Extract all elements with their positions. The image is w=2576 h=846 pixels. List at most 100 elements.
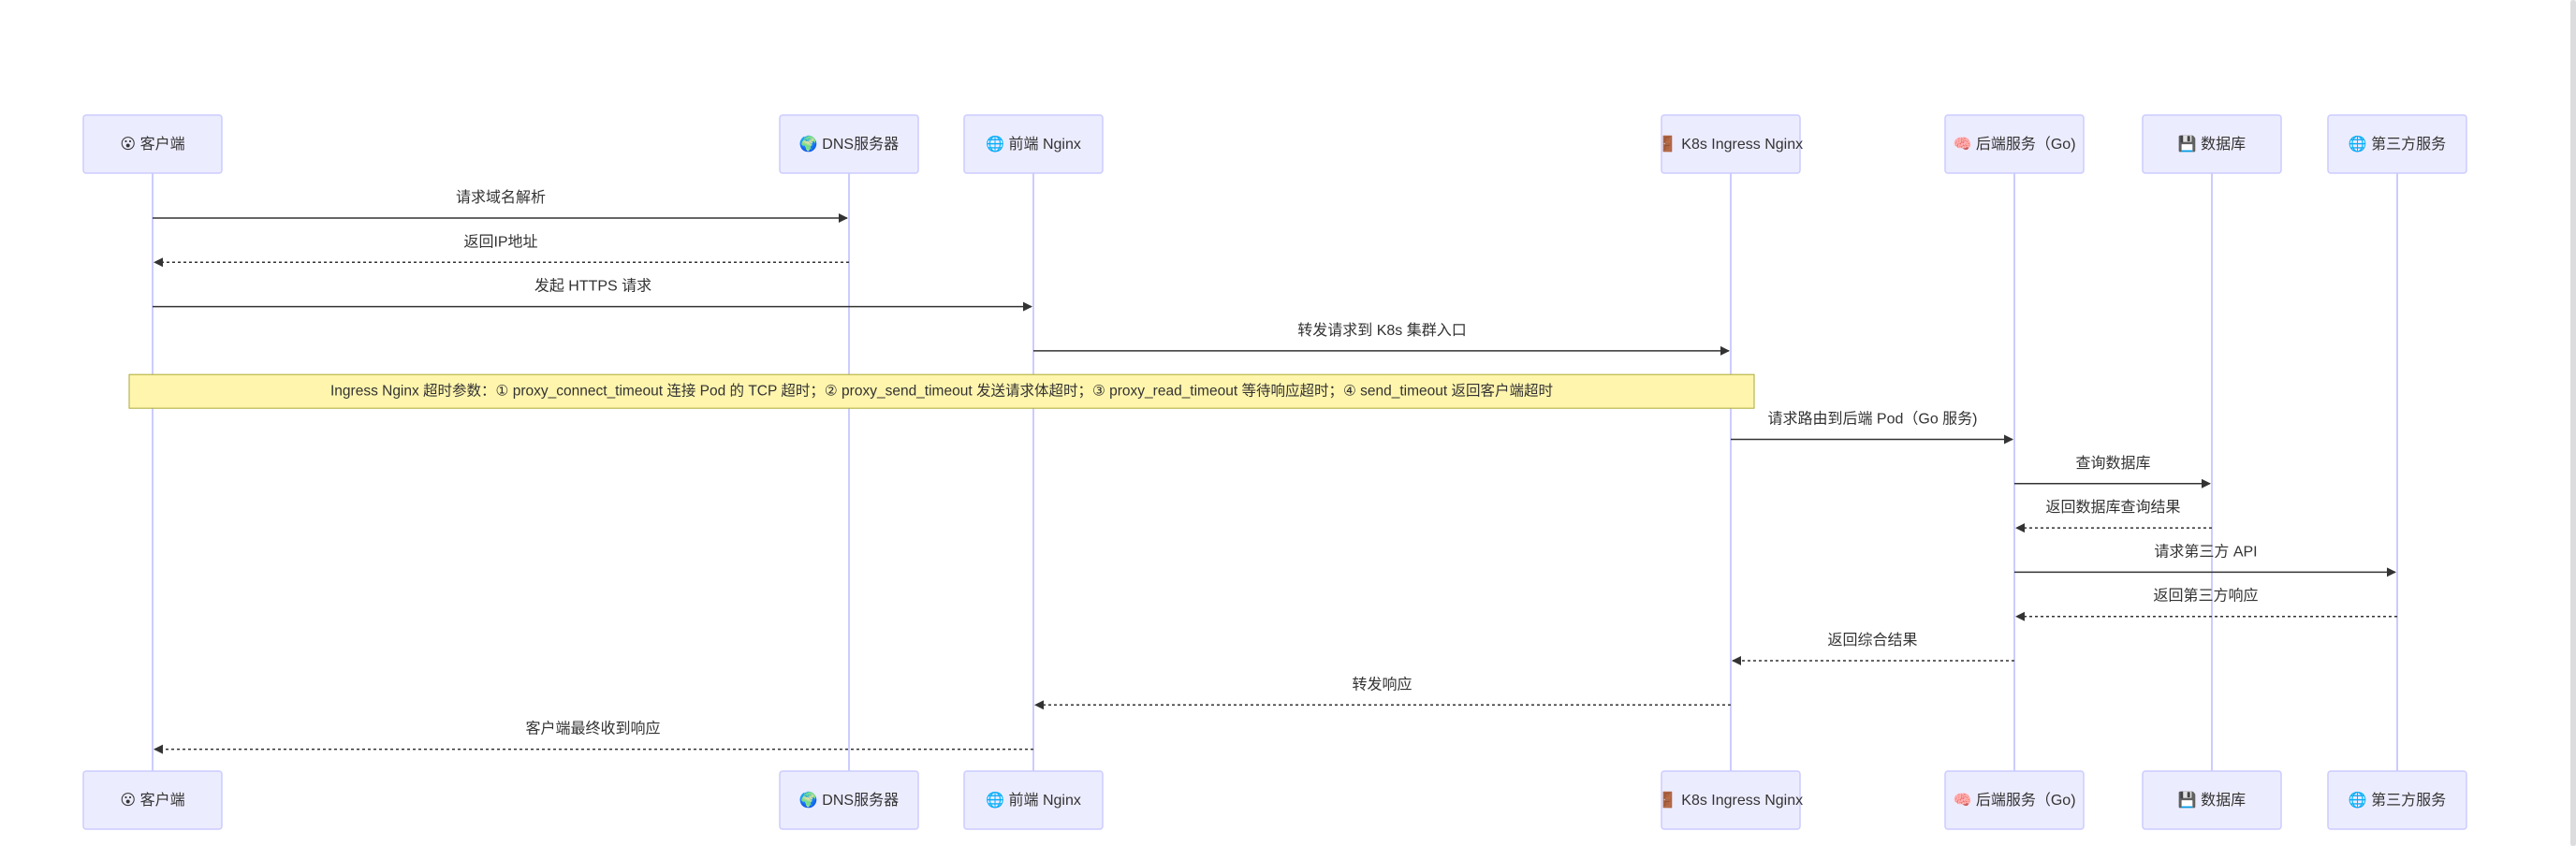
- database-icon: 💾: [2178, 135, 2197, 153]
- message-3: 发起 HTTPS 请求: [153, 278, 1032, 312]
- message-label: 返回综合结果: [1827, 632, 1917, 649]
- message-label: 返回数据库查询结果: [2045, 499, 2180, 516]
- door-icon: 🚪: [1659, 791, 1677, 809]
- actor-box: [82, 770, 223, 830]
- globe-icon: 🌍: [799, 791, 818, 809]
- actor-third-top: 🌐 第三方服务: [2327, 114, 2467, 174]
- actor-label: 😮 客户端: [120, 792, 184, 809]
- message-10: 返回第三方响应: [2015, 587, 2397, 621]
- timeout-note: Ingress Nginx 超时参数：① proxy_connect_timeo…: [128, 373, 1755, 409]
- face-icon: 😮: [120, 793, 136, 809]
- message-label: 转发请求到 K8s 集群入口: [1297, 322, 1466, 339]
- actor-box: [1944, 114, 2085, 174]
- actor-name-text: 前端 Nginx: [1009, 136, 1081, 153]
- scrollbar-thumb[interactable]: [2570, 0, 2576, 846]
- brain-icon: 🧠: [1953, 136, 1971, 153]
- network-icon: 🌐: [986, 135, 1004, 153]
- actor-label: 🌐 第三方服务: [2349, 135, 2446, 153]
- actor-client-top: 😮 客户端: [82, 114, 223, 174]
- message-7: 查询数据库: [2014, 455, 2211, 489]
- actor-name-text: K8s Ingress Nginx: [1681, 793, 1803, 809]
- actor-box: [2327, 770, 2467, 830]
- actor-box: [779, 770, 919, 830]
- actor-name-text: K8s Ingress Nginx: [1681, 137, 1803, 153]
- actor-label: 💾 数据库: [2178, 135, 2246, 153]
- actor-name-text: 后端服务（Go): [1976, 136, 2076, 153]
- message-12: 转发响应: [1034, 675, 1731, 710]
- globe-icon: 🌍: [799, 135, 818, 153]
- network-icon: 🌐: [2349, 791, 2367, 809]
- actor-name-text: 第三方服务: [2371, 136, 2446, 153]
- message-label: 转发响应: [1352, 675, 1412, 693]
- message-8: 返回数据库查询结果: [2015, 499, 2212, 533]
- actor-box: [2327, 114, 2467, 174]
- database-icon: 💾: [2178, 791, 2197, 809]
- vertical-scrollbar[interactable]: [2570, 0, 2576, 846]
- message-2: 返回IP地址: [154, 233, 849, 268]
- message-4: 转发请求到 K8s 集群入口: [1033, 322, 1730, 356]
- message-label: 返回第三方响应: [2153, 587, 2258, 605]
- note-box: [128, 373, 1755, 409]
- actor-backend-bottom: 🧠 后端服务（Go): [1944, 770, 2085, 830]
- actor-box: [963, 114, 1104, 174]
- actor-label: 🌐 第三方服务: [2349, 791, 2446, 809]
- actor-box: [963, 770, 1104, 830]
- actor-name-text: 前端 Nginx: [1009, 792, 1081, 809]
- actor-label: 🧠 后端服务（Go): [1953, 136, 2075, 153]
- message-label: 请求第三方 API: [2154, 543, 2257, 560]
- actor-dns-top: 🌍 DNS服务器: [779, 114, 919, 174]
- actor-label: 🌐 前端 Nginx: [986, 135, 1081, 153]
- actor-nginx-bottom: 🌐 前端 Nginx: [963, 770, 1104, 830]
- brain-icon: 🧠: [1953, 792, 1971, 809]
- message-11: 返回综合结果: [1732, 632, 2014, 665]
- actor-box: [779, 114, 919, 174]
- actor-ingress-bottom: 🚪 K8s Ingress Nginx: [1659, 770, 1803, 830]
- actor-db-top: 💾 数据库: [2142, 114, 2282, 174]
- actor-label: 🌍 DNS服务器: [799, 135, 899, 153]
- actor-db-bottom: 💾 数据库: [2142, 770, 2282, 830]
- actor-dns-bottom: 🌍 DNS服务器: [779, 770, 919, 830]
- actor-name-text: 客户端: [140, 136, 185, 153]
- message-label: 请求路由到后端 Pod（Go 服务): [1767, 411, 1977, 428]
- actor-label: 😮 客户端: [120, 136, 184, 153]
- actor-label: 🧠 后端服务（Go): [1953, 792, 2075, 809]
- message-9: 请求第三方 API: [2014, 543, 2396, 577]
- message-label: 查询数据库: [2075, 455, 2150, 472]
- actor-box: [82, 114, 223, 174]
- message-13: 客户端最终收到响应: [154, 720, 1033, 754]
- actor-box: [2142, 114, 2282, 174]
- actor-box: [1661, 114, 1801, 174]
- actor-label: 🚪 K8s Ingress Nginx: [1659, 791, 1803, 809]
- face-icon: 😮: [120, 137, 136, 153]
- actor-name-text: 后端服务（Go): [1976, 792, 2076, 809]
- actor-label: 💾 数据库: [2178, 791, 2246, 809]
- message-1: 请求域名解析: [153, 189, 848, 223]
- actor-client-bottom: 😮 客户端: [82, 770, 223, 830]
- actor-third-bottom: 🌐 第三方服务: [2327, 770, 2467, 830]
- actor-nginx-top: 🌐 前端 Nginx: [963, 114, 1104, 174]
- message-label: 发起 HTTPS 请求: [534, 278, 651, 295]
- actor-label: 🌐 前端 Nginx: [986, 791, 1081, 809]
- network-icon: 🌐: [2349, 135, 2367, 153]
- actor-name-text: 第三方服务: [2371, 792, 2446, 809]
- message-label: 请求域名解析: [456, 189, 546, 206]
- actor-ingress-top: 🚪 K8s Ingress Nginx: [1659, 114, 1803, 174]
- message-label: 返回IP地址: [463, 233, 537, 250]
- actor-backend-top: 🧠 后端服务（Go): [1944, 114, 2085, 174]
- actor-box: [2142, 770, 2282, 830]
- actor-box: [1944, 770, 2085, 830]
- actor-label: 🚪 K8s Ingress Nginx: [1659, 135, 1803, 153]
- door-icon: 🚪: [1659, 135, 1677, 153]
- network-icon: 🌐: [986, 791, 1004, 809]
- actor-name-text: 客户端: [140, 792, 185, 809]
- actor-name-text: 数据库: [2201, 136, 2246, 153]
- message-6: 请求路由到后端 Pod（Go 服务): [1731, 411, 2013, 445]
- actor-label: 🌍 DNS服务器: [799, 791, 899, 809]
- message-label: 客户端最终收到响应: [525, 720, 660, 737]
- actor-name-text: DNS服务器: [822, 136, 899, 153]
- note-text: Ingress Nginx 超时参数：① proxy_connect_timeo…: [330, 381, 1553, 399]
- actor-box: [1661, 770, 1801, 830]
- actor-name-text: 数据库: [2201, 792, 2246, 809]
